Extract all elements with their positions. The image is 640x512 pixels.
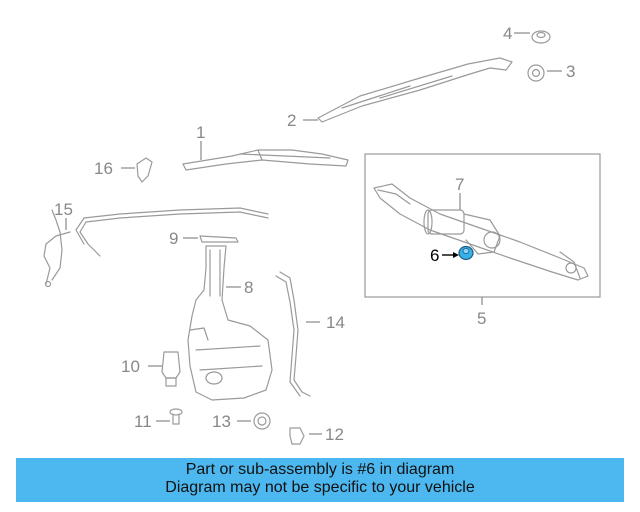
callout-16: 16 — [94, 159, 113, 178]
parts-diagram: 4 3 2 1 16 15 9 — [43, 24, 601, 445]
banner-line-1: Part or sub-assembly is #6 in diagram — [185, 461, 455, 478]
part-11-push-pin — [169, 408, 183, 425]
callout-7: 7 — [455, 175, 464, 194]
part-6-bushing-highlighted — [458, 245, 474, 261]
callout-4: 4 — [503, 24, 512, 43]
callout-6: 6 — [430, 246, 439, 265]
callout-13: 13 — [212, 412, 231, 431]
part-1-wiper-blade — [182, 149, 349, 171]
part-4-nut — [531, 30, 551, 44]
callout-9: 9 — [169, 229, 178, 248]
banner-line-2: Diagram may not be specific to your vehi… — [165, 479, 475, 496]
callout-12: 12 — [325, 425, 344, 444]
part-14-hose — [275, 271, 311, 397]
callout-14: 14 — [326, 313, 345, 332]
callout-11: 11 — [134, 412, 152, 431]
callout-8: 8 — [244, 278, 253, 297]
part-9-grommet — [199, 235, 239, 243]
callout-10: 10 — [121, 357, 140, 376]
part-10-pump — [161, 351, 181, 387]
info-banner: Part or sub-assembly is #6 in diagram Di… — [16, 458, 624, 502]
callout-15: 15 — [54, 200, 73, 219]
part-7-motor-linkage — [373, 183, 589, 281]
callout-5: 5 — [477, 309, 486, 328]
leader-6-arrow — [453, 252, 459, 258]
callout-1: 1 — [196, 123, 205, 142]
part-15-hose — [43, 207, 269, 288]
callout-2: 2 — [287, 111, 296, 130]
part-16-nozzle — [136, 157, 153, 183]
part-8-reservoir — [187, 245, 273, 401]
part-13-grommet — [253, 412, 271, 430]
callout-3: 3 — [566, 62, 575, 81]
part-3-cap — [527, 64, 545, 82]
part-2-wiper-arm — [317, 57, 513, 123]
part-12-clip — [289, 427, 305, 445]
